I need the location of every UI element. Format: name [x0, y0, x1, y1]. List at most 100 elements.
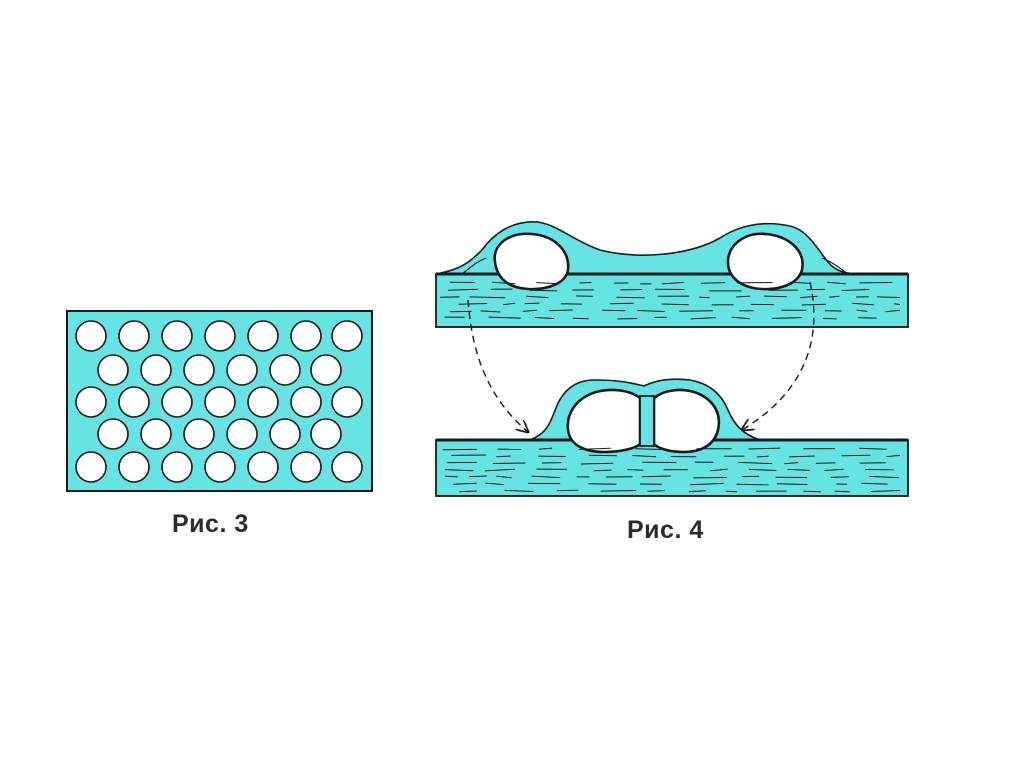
- liquid-hatch-line: [830, 476, 849, 478]
- liquid-hatch-line: [496, 475, 512, 479]
- liquid-hatch-line: [870, 490, 901, 492]
- liquid-hatch-line: [534, 317, 554, 319]
- liquid-hatch-line: [522, 309, 537, 312]
- liquid-hatch-line: [579, 282, 592, 284]
- liquid-hatch-line: [536, 282, 558, 285]
- bottom-hatching: [442, 447, 901, 493]
- liquid-hatch-line: [635, 448, 668, 451]
- foam-bubble: [75, 386, 107, 418]
- liquid-hatch-line: [826, 281, 847, 285]
- liquid-hatch-line: [834, 490, 850, 493]
- top-left-bubble: [493, 232, 570, 291]
- liquid-hatch-line: [738, 461, 773, 465]
- liquid-hatch-line: [824, 468, 844, 471]
- figure-4-caption: Рис. 4: [627, 516, 704, 544]
- foam-bubble: [247, 451, 279, 483]
- liquid-hatch-line: [859, 447, 887, 450]
- liquid-hatch-line: [526, 295, 549, 299]
- liquid-hatch-line: [447, 288, 478, 291]
- liquid-hatch-line: [610, 302, 634, 305]
- top-hatching: [440, 281, 901, 320]
- liquid-hatch-line: [503, 302, 516, 306]
- liquid-hatch-line: [469, 296, 506, 299]
- liquid-hatch-line: [485, 482, 504, 486]
- liquid-hatch-line: [580, 462, 614, 465]
- liquid-hatch-line: [841, 454, 871, 457]
- liquid-hatch-line: [877, 296, 901, 298]
- foam-bubble: [226, 418, 258, 450]
- foam-bubble: [183, 354, 215, 386]
- liquid-hatch-line: [602, 309, 626, 312]
- liquid-hatch-line: [784, 462, 799, 465]
- foam-bubble: [310, 418, 342, 450]
- figure-3-caption: Рис. 3: [172, 510, 249, 538]
- figure-3-foam: [66, 310, 373, 492]
- liquid-hatch-line: [531, 475, 561, 479]
- liquid-hatch-line: [852, 302, 874, 306]
- liquid-hatch-line: [637, 310, 665, 312]
- foam-bubble: [118, 386, 150, 418]
- foam-bubble: [161, 386, 193, 418]
- liquid-hatch-line: [496, 455, 511, 458]
- liquid-hatch-line: [823, 317, 837, 320]
- liquid-hatch-line: [788, 455, 815, 458]
- foam-bubble: [140, 418, 172, 450]
- liquid-hatch-line: [578, 447, 611, 450]
- liquid-hatch-line: [799, 295, 818, 299]
- foam-bubble: [97, 354, 129, 386]
- liquid-hatch-line: [861, 482, 888, 485]
- liquid-hatch-line: [736, 295, 751, 298]
- liquid-hatch-line: [572, 317, 589, 320]
- foam-bubble: [161, 451, 193, 483]
- liquid-hatch-line: [632, 455, 657, 458]
- liquid-hatch-line: [453, 482, 477, 485]
- liquid-hatch-line: [700, 282, 726, 284]
- liquid-hatch-line: [756, 455, 769, 458]
- liquid-hatch-line: [690, 482, 724, 486]
- foam-bubble: [269, 354, 301, 386]
- liquid-hatch-line: [484, 468, 516, 472]
- liquid-hatch-line: [699, 296, 710, 299]
- foam-bubble: [247, 320, 279, 352]
- liquid-hatch-line: [893, 303, 901, 305]
- foam-bubbles: [75, 320, 363, 483]
- foam-bubble: [331, 451, 363, 483]
- liquid-hatch-line: [869, 475, 899, 479]
- foam-bubble: [118, 451, 150, 483]
- liquid-hatch-line: [661, 303, 689, 306]
- liquid-hatch-line: [841, 289, 870, 291]
- shared-film-wall: [639, 395, 655, 447]
- liquid-hatch-line: [492, 462, 526, 464]
- liquid-hatch-line: [469, 475, 487, 478]
- right-dashed-arrow: [742, 281, 815, 430]
- foam-bubble: [247, 386, 279, 418]
- liquid-hatch-line: [771, 317, 803, 319]
- liquid-hatch-line: [792, 281, 812, 284]
- liquid-hatch-line: [549, 309, 573, 312]
- foam-bubble: [75, 320, 107, 352]
- liquid-hatch-line: [480, 310, 501, 313]
- top-film-inner: [461, 257, 849, 275]
- foam-bubble: [331, 320, 363, 352]
- liquid-hatch-line: [538, 447, 553, 450]
- liquid-hatch-line: [736, 483, 769, 486]
- foam-bubble: [140, 354, 172, 386]
- liquid-hatch-line: [492, 281, 516, 285]
- foam-bubble: [290, 386, 322, 418]
- foam-bubble: [290, 451, 322, 483]
- liquid-hatch-line: [627, 469, 644, 471]
- liquid-hatch-line: [588, 483, 617, 485]
- foam-bubble: [204, 320, 236, 352]
- foam-bubble: [269, 418, 301, 450]
- foam-bubble: [290, 320, 322, 352]
- liquid-hatch-line: [647, 490, 665, 492]
- liquid-hatch-line: [725, 490, 737, 493]
- liquid-hatch-line: [524, 302, 540, 305]
- liquid-hatch-line: [488, 316, 521, 319]
- bottom-right-bubble: [652, 388, 721, 454]
- liquid-hatch-line: [662, 281, 684, 285]
- liquid-hatch-line: [787, 468, 810, 471]
- figure-4-top-panel: [435, 221, 909, 328]
- liquid-hatch-line: [445, 475, 458, 478]
